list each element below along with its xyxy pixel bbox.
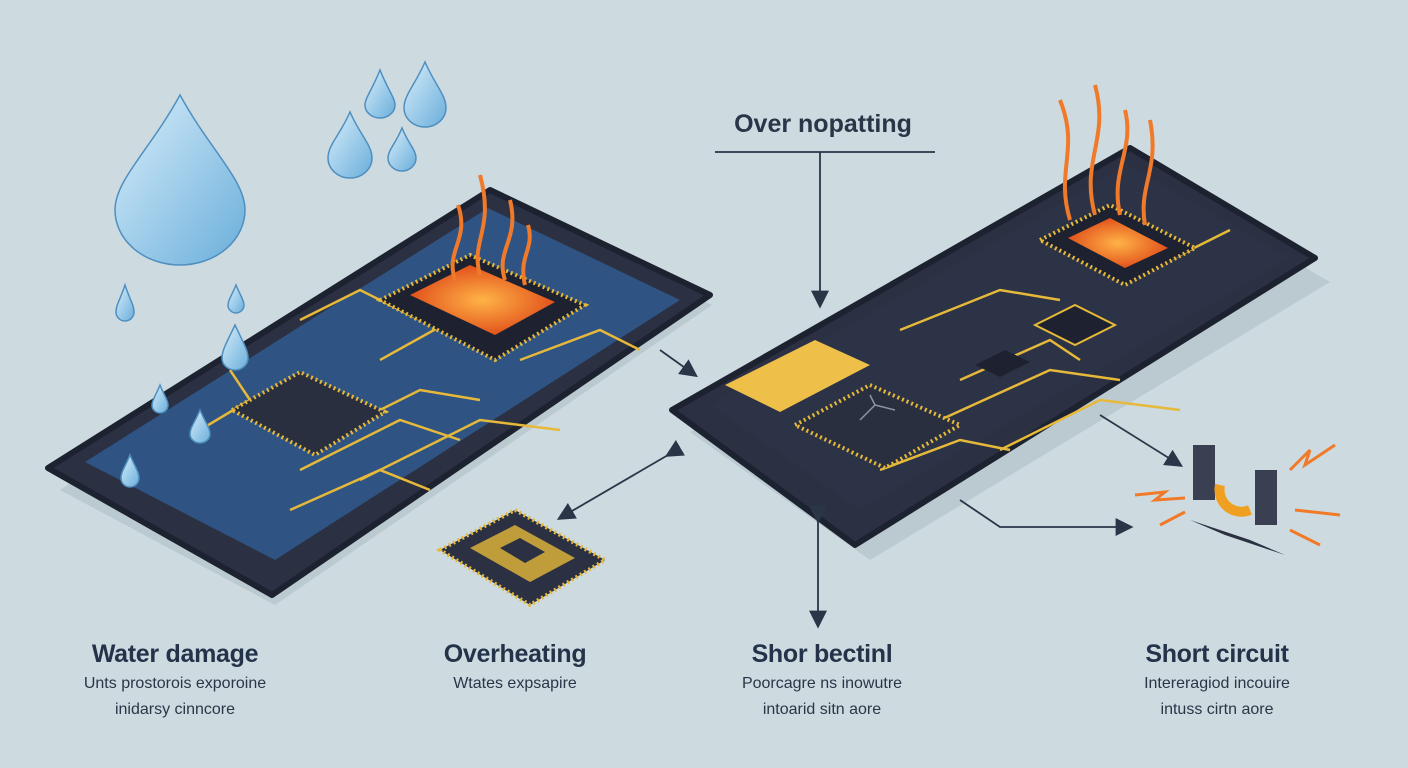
diagram-title: Over nopatting <box>734 110 912 138</box>
loose-chip <box>435 507 609 608</box>
label-water-damage: Water damage Unts prostorois exporoine i… <box>84 640 266 721</box>
label-desc: intoarid sitn aore <box>762 701 882 718</box>
chip-overheating <box>375 252 590 363</box>
label-short-circuit: Short circuit Intereragiod incouire intu… <box>1144 640 1290 721</box>
water-drops-icon <box>114 60 447 488</box>
label-overheating: Overheating Wtates expsapire <box>444 640 587 695</box>
label-desc: Unts prostorois exporoine <box>83 675 267 692</box>
cracked-chip <box>790 382 965 471</box>
connector-arrows <box>556 151 1184 629</box>
label-title: Shor bectinl <box>751 640 893 668</box>
phone-overheated <box>669 84 1330 560</box>
label-title: Water damage <box>91 640 259 668</box>
label-desc: intuss cirtn aore <box>1160 701 1274 718</box>
label-desc: Wtates expsapire <box>453 675 577 692</box>
chip-water <box>227 369 390 458</box>
label-title: Short circuit <box>1145 640 1289 668</box>
label-title: Overheating <box>443 640 587 668</box>
battery <box>725 340 870 412</box>
label-desc: inidarsy cinncore <box>114 701 236 718</box>
label-shor-bectinl: Shor bectinl Poorcagre ns inowutre intoa… <box>742 640 902 721</box>
heat-waves-icon <box>450 174 532 286</box>
label-desc: Intereragiod incouire <box>1144 675 1290 692</box>
short-circuit-spark-icon <box>1134 443 1341 555</box>
phone-water-damaged <box>45 174 713 605</box>
label-desc: Poorcagre ns inowutre <box>741 675 903 692</box>
heat-waves-icon <box>1058 84 1155 226</box>
